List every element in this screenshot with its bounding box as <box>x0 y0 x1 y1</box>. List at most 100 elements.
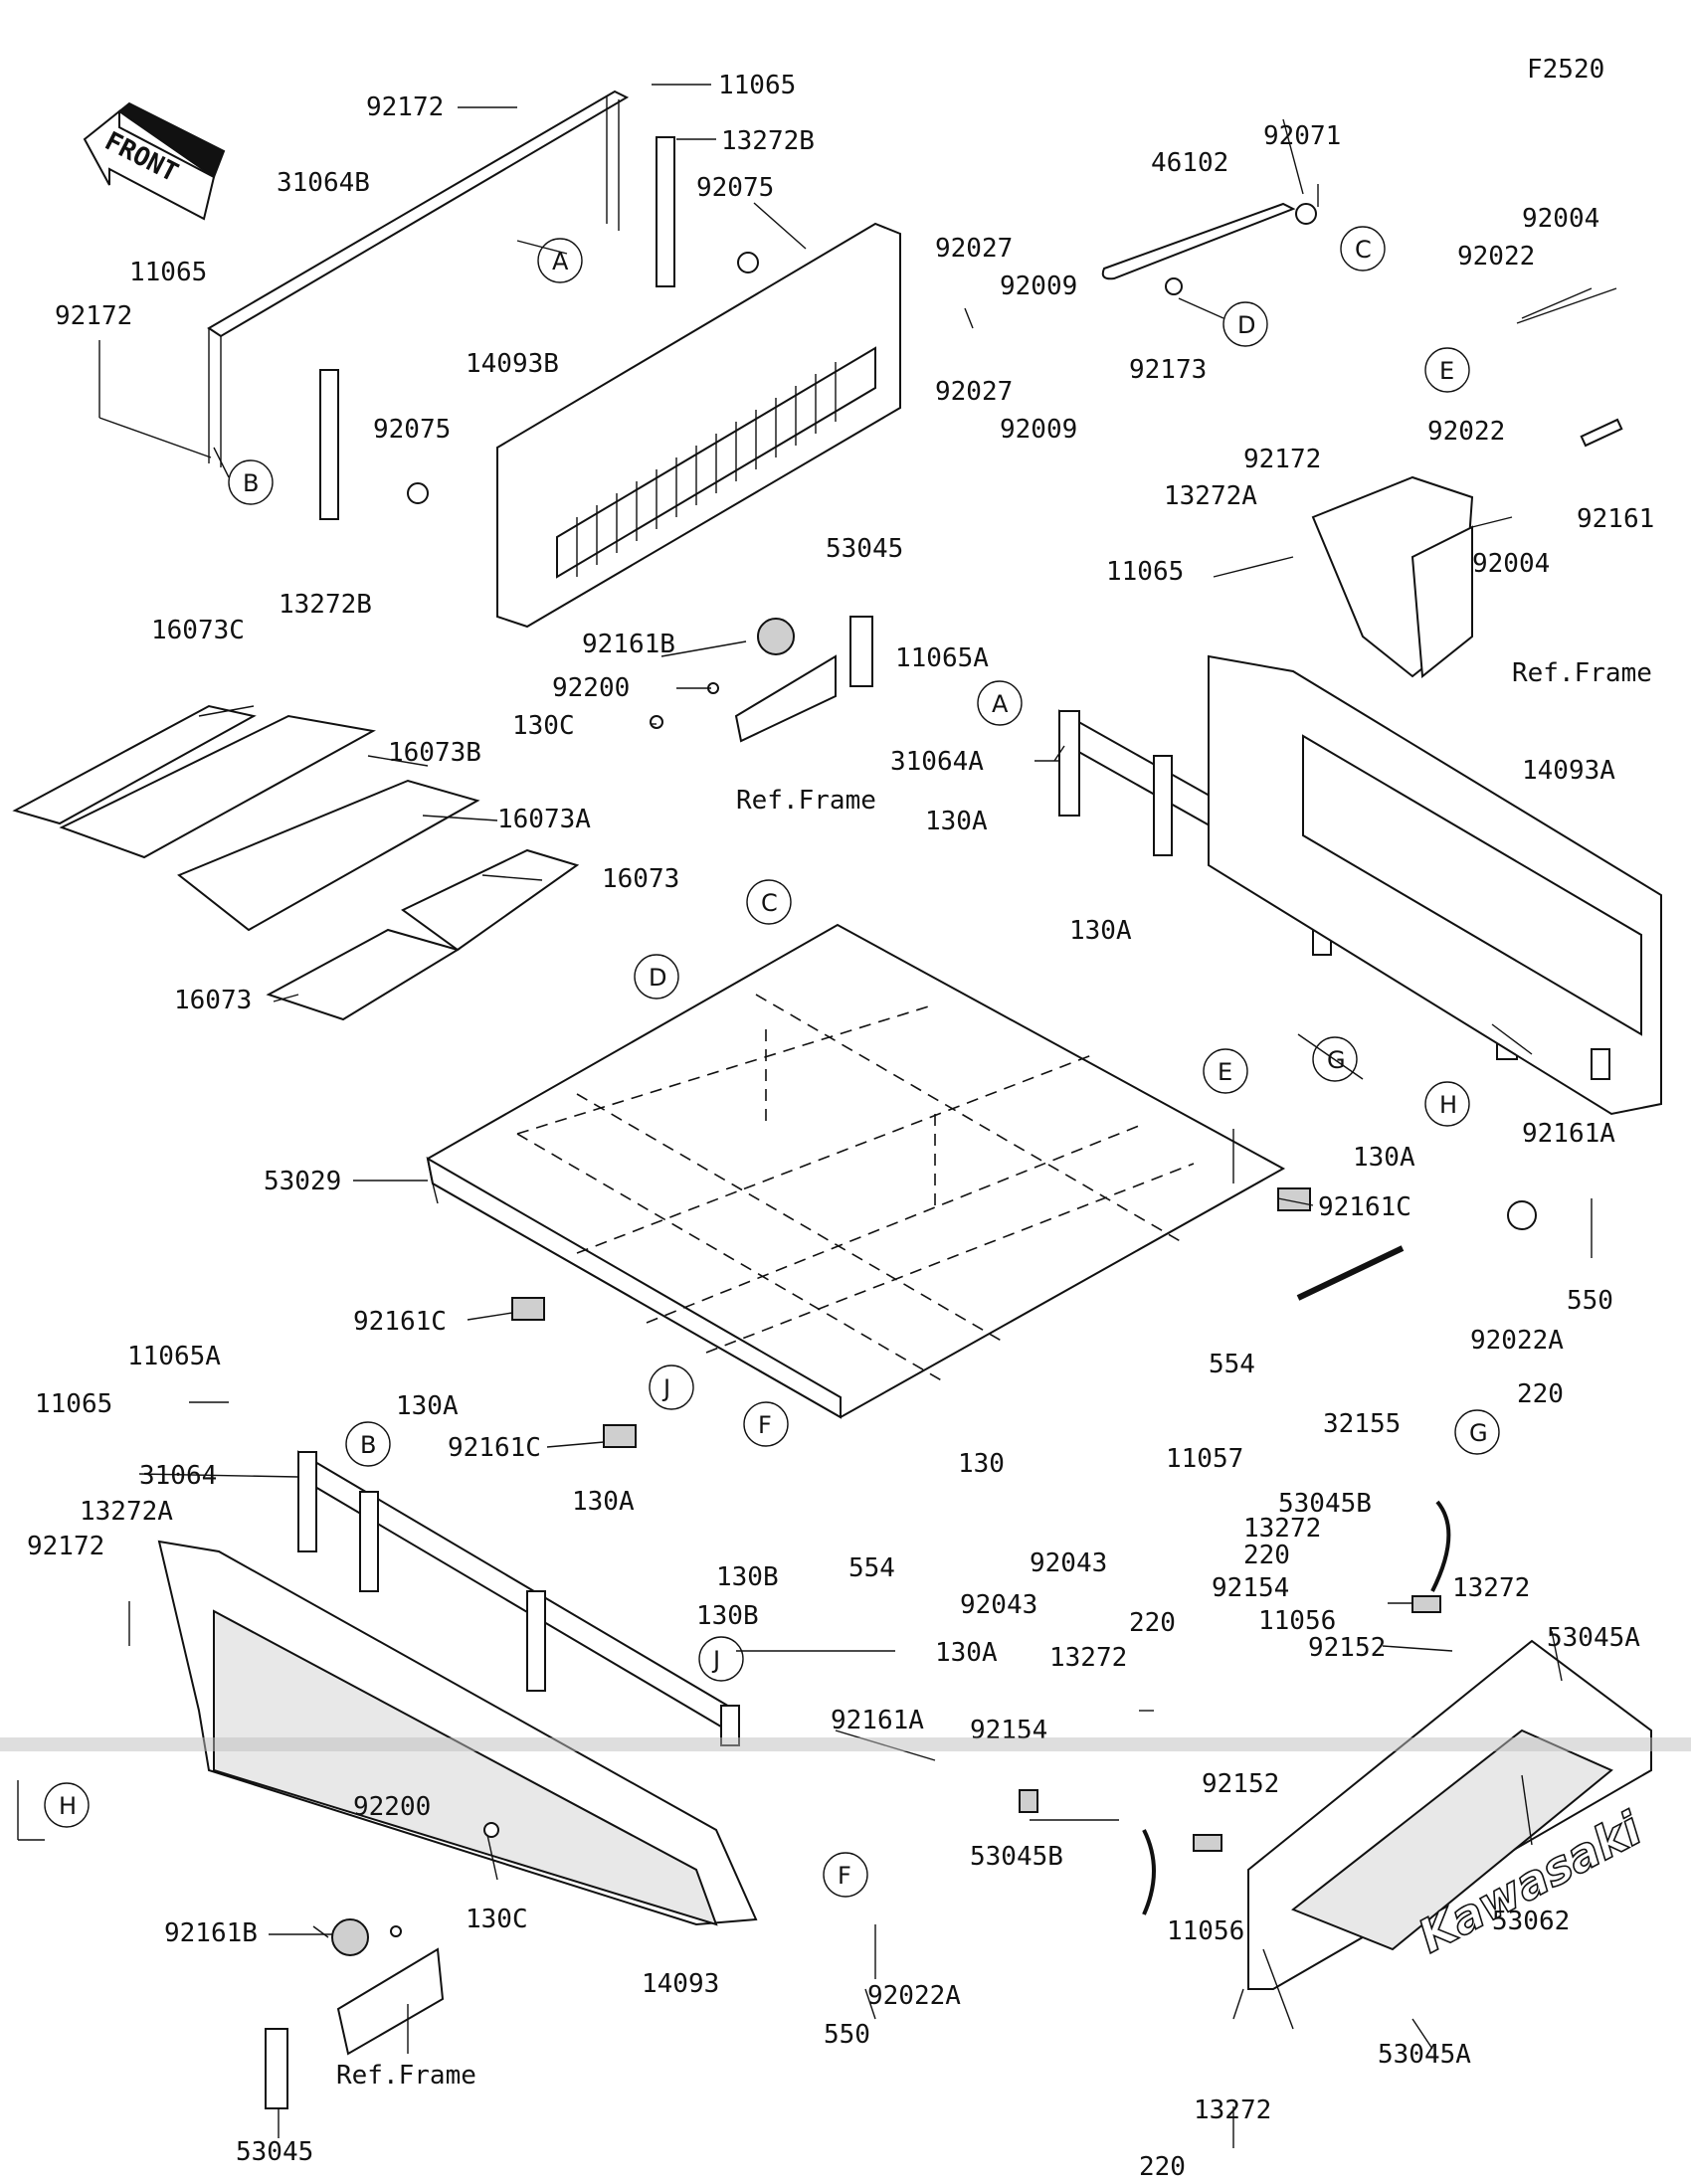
part-label: 92075 <box>696 173 774 203</box>
svg-text:J: J <box>711 1646 720 1674</box>
callout-j-lower: J <box>698 1636 744 1682</box>
part-label: 92004 <box>1472 549 1550 579</box>
part-label: 92022A <box>1470 1326 1564 1356</box>
svg-text:B: B <box>243 469 259 497</box>
part-label: 53045A <box>1378 2040 1471 2070</box>
part-label: 550 <box>824 2020 870 2050</box>
part-label: 53045B <box>970 1842 1063 1872</box>
callout-a-right: A <box>977 680 1023 726</box>
bed-rail-front <box>207 90 759 520</box>
bed-deck-53029 <box>426 923 1286 1419</box>
front-arrow-icon: FRONT <box>83 101 226 221</box>
part-label: 11056 <box>1258 1606 1336 1636</box>
part-label: 130B <box>696 1601 759 1631</box>
side-rail-31064 <box>297 1450 740 1746</box>
part-label: 53045A <box>1547 1623 1640 1653</box>
part-label: 31064B <box>277 168 370 198</box>
part-label: 13272 <box>1452 1573 1530 1603</box>
svg-text:F: F <box>758 1411 772 1439</box>
callout-d-upper: D <box>1222 301 1268 347</box>
pin-32155 <box>1296 1198 1593 1301</box>
part-label: 92004 <box>1522 204 1599 234</box>
latch-53045-upper <box>650 616 873 743</box>
part-label: 92161A <box>1522 1119 1615 1149</box>
part-label: 92161B <box>164 1918 258 1948</box>
part-label: 92075 <box>373 415 451 445</box>
part-label: 92161 <box>1577 504 1654 534</box>
latch-53045-lower <box>265 1822 499 2109</box>
part-label: 130A <box>1069 916 1132 946</box>
part-label: 11065 <box>1106 557 1184 587</box>
side-gate-14093a <box>1208 654 1662 1116</box>
part-label: 130A <box>935 1638 998 1668</box>
part-label: 32155 <box>1323 1409 1401 1439</box>
svg-text:H: H <box>59 1792 77 1820</box>
part-label: 16073B <box>388 738 481 768</box>
svg-text:G: G <box>1327 1046 1346 1074</box>
svg-text:B: B <box>360 1431 376 1459</box>
part-label: 92161A <box>831 1706 924 1735</box>
callout-f-deck: F <box>743 1401 789 1447</box>
callout-e-deck: E <box>1203 1048 1248 1094</box>
front-panel-14093b <box>496 222 901 629</box>
part-label: 13272A <box>1164 481 1257 511</box>
svg-text:D: D <box>1237 311 1255 339</box>
ref-frame-label: Ref.Frame <box>736 786 876 816</box>
part-label: 46102 <box>1151 148 1228 178</box>
svg-text:E: E <box>1218 1058 1232 1086</box>
part-label: 92172 <box>1243 445 1321 474</box>
part-label: 92173 <box>1129 355 1207 385</box>
part-label: 550 <box>1567 1286 1613 1316</box>
part-label: 13272B <box>721 126 815 156</box>
part-label: 130A <box>1353 1143 1415 1173</box>
part-label: 11056 <box>1167 1916 1244 1946</box>
svg-text:G: G <box>1469 1419 1488 1447</box>
part-label: 14093 <box>642 1969 719 1999</box>
part-label: 92152 <box>1202 1769 1279 1799</box>
part-label: 130B <box>716 1562 779 1592</box>
part-label: 554 <box>1209 1350 1255 1379</box>
mounts-92161c <box>511 1187 1311 1448</box>
part-label: 92172 <box>366 92 444 122</box>
callout-j-deck: J <box>649 1365 694 1410</box>
straps-53045b <box>1019 1500 1451 1915</box>
side-gate-14093 <box>157 1540 758 1926</box>
tailgate-53062: Kawasaki <box>1247 1639 1652 1990</box>
callout-h-lower: H <box>44 1782 90 1828</box>
rod-46102 <box>1101 202 1317 295</box>
part-label: 92043 <box>960 1590 1037 1620</box>
part-label: 130 <box>958 1449 1005 1479</box>
svg-text:H: H <box>1439 1091 1457 1119</box>
callout-h-right: H <box>1424 1081 1470 1127</box>
part-label: 92161C <box>1318 1192 1411 1222</box>
part-label: 13272B <box>279 590 372 620</box>
part-label: 130A <box>396 1391 459 1421</box>
ref-frame-right <box>1311 287 1623 678</box>
part-label: 14093B <box>466 349 559 379</box>
part-label: 13272 <box>1243 1514 1321 1544</box>
part-label: 11057 <box>1166 1444 1243 1474</box>
part-label: 220 <box>1517 1379 1564 1409</box>
part-label: 92152 <box>1308 1633 1386 1663</box>
part-label: 92200 <box>552 673 630 703</box>
part-label: 13272 <box>1194 2095 1271 2125</box>
part-label: 92172 <box>55 301 132 331</box>
part-label: 11065A <box>895 643 989 673</box>
part-label: 92172 <box>27 1532 104 1561</box>
part-label: 53062 <box>1492 1907 1570 1936</box>
part-label: 13272A <box>80 1497 173 1527</box>
part-label: 92009 <box>1000 272 1077 301</box>
svg-text:E: E <box>1439 357 1454 385</box>
ref-frame-label: Ref.Frame <box>336 2061 476 2091</box>
part-label: 16073 <box>174 986 252 1015</box>
svg-text:C: C <box>761 889 778 917</box>
part-label: 92161C <box>448 1433 541 1463</box>
svg-text:J: J <box>661 1374 670 1402</box>
part-label: 11065 <box>129 258 207 287</box>
svg-text:D: D <box>649 964 666 992</box>
part-label: 92154 <box>1212 1573 1289 1603</box>
part-label: 92022 <box>1427 417 1505 447</box>
part-label: 92071 <box>1263 121 1341 151</box>
leader-lines <box>17 84 1593 2148</box>
